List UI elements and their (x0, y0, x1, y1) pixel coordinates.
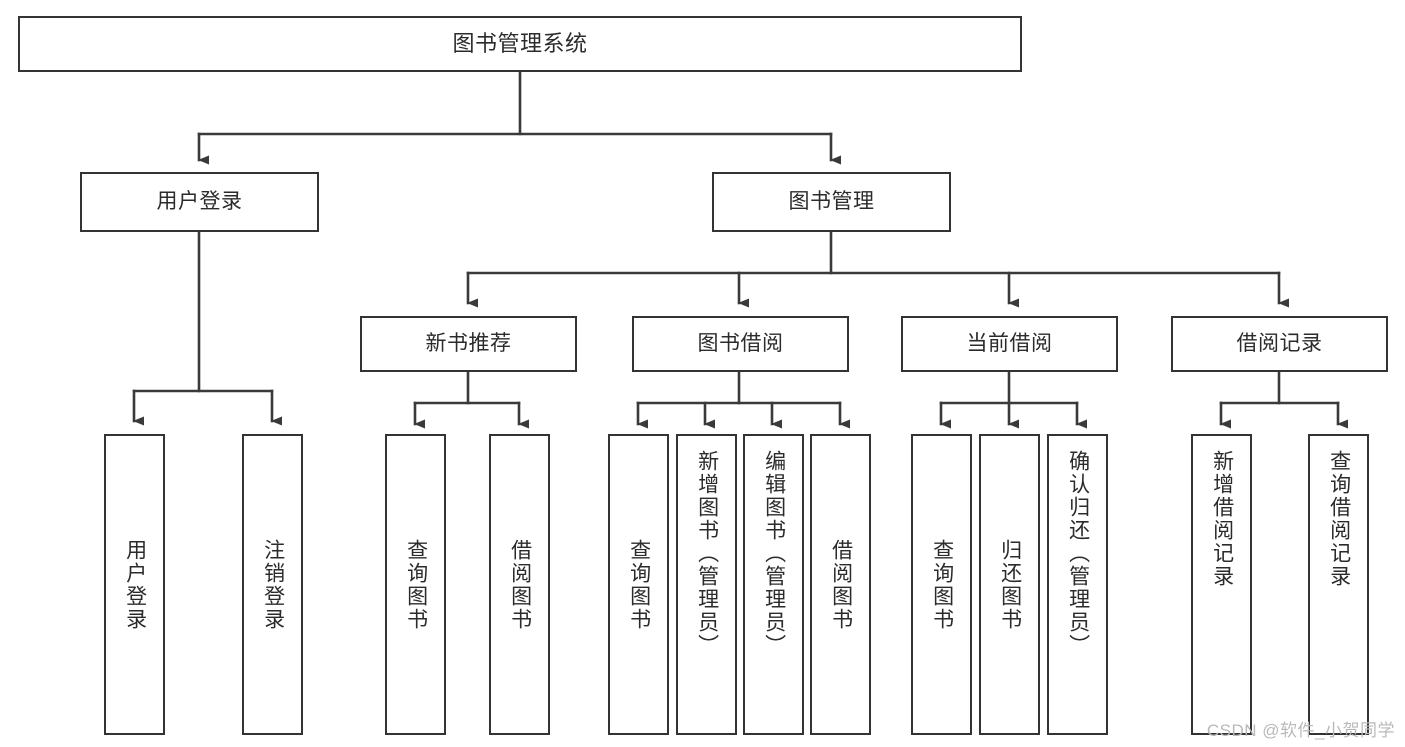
node-book-borrow-label: 图书借阅 (697, 331, 784, 355)
leaf-current-borrow-1[interactable]: 归还图书 (979, 434, 1040, 735)
node-book-manage-label: 图书管理 (788, 189, 875, 213)
leaf-user-login-1[interactable]: 注销登录 (242, 434, 303, 735)
leaf-current-borrow-2[interactable]: 确认归还（管理员） (1047, 434, 1108, 735)
node-root[interactable]: 图书管理系统 (18, 16, 1022, 72)
leaf-new-book-recommend-1-label: 借阅图书 (508, 538, 532, 631)
leaf-book-borrow-2[interactable]: 编辑图书（管理员） (743, 434, 804, 735)
leaf-borrow-record-1-label: 查询借阅记录 (1327, 450, 1351, 588)
leaf-borrow-record-0-label: 新增借阅记录 (1210, 450, 1234, 588)
leaf-new-book-recommend-1[interactable]: 借阅图书 (489, 434, 550, 735)
leaf-current-borrow-1-label: 归还图书 (998, 538, 1022, 631)
leaf-borrow-record-0[interactable]: 新增借阅记录 (1191, 434, 1252, 735)
leaf-book-borrow-3[interactable]: 借阅图书 (810, 434, 871, 735)
node-borrow-record[interactable]: 借阅记录 (1171, 316, 1388, 372)
leaf-current-borrow-0-label: 查询图书 (930, 538, 954, 631)
leaf-book-borrow-1[interactable]: 新增图书（管理员） (676, 434, 737, 735)
leaf-current-borrow-2-label: 确认归还（管理员） (1066, 450, 1090, 657)
watermark: CSDN @软件_小贺同学 (1206, 721, 1395, 740)
leaf-borrow-record-1[interactable]: 查询借阅记录 (1308, 434, 1369, 735)
leaf-new-book-recommend-0[interactable]: 查询图书 (385, 434, 446, 735)
leaf-book-borrow-1-label: 新增图书（管理员） (695, 450, 719, 657)
leaf-user-login-0[interactable]: 用户登录 (104, 434, 165, 735)
leaf-user-login-1-label: 注销登录 (261, 538, 285, 631)
leaf-current-borrow-0[interactable]: 查询图书 (911, 434, 972, 735)
leaf-user-login-0-label: 用户登录 (123, 538, 147, 631)
leaf-book-borrow-3-label: 借阅图书 (829, 538, 853, 631)
node-new-book-recommend[interactable]: 新书推荐 (360, 316, 577, 372)
node-book-borrow[interactable]: 图书借阅 (632, 316, 849, 372)
node-user-login-label: 用户登录 (156, 189, 243, 213)
leaf-book-borrow-0-label: 查询图书 (627, 538, 651, 631)
node-user-login[interactable]: 用户登录 (80, 172, 319, 232)
node-current-borrow-label: 当前借阅 (966, 331, 1053, 355)
leaf-book-borrow-2-label: 编辑图书（管理员） (762, 450, 786, 657)
leaf-book-borrow-0[interactable]: 查询图书 (608, 434, 669, 735)
node-root-label: 图书管理系统 (452, 31, 588, 57)
node-new-book-recommend-label: 新书推荐 (425, 331, 512, 355)
node-current-borrow[interactable]: 当前借阅 (901, 316, 1118, 372)
node-borrow-record-label: 借阅记录 (1236, 331, 1323, 355)
leaf-new-book-recommend-0-label: 查询图书 (404, 538, 428, 631)
node-book-manage[interactable]: 图书管理 (712, 172, 951, 232)
